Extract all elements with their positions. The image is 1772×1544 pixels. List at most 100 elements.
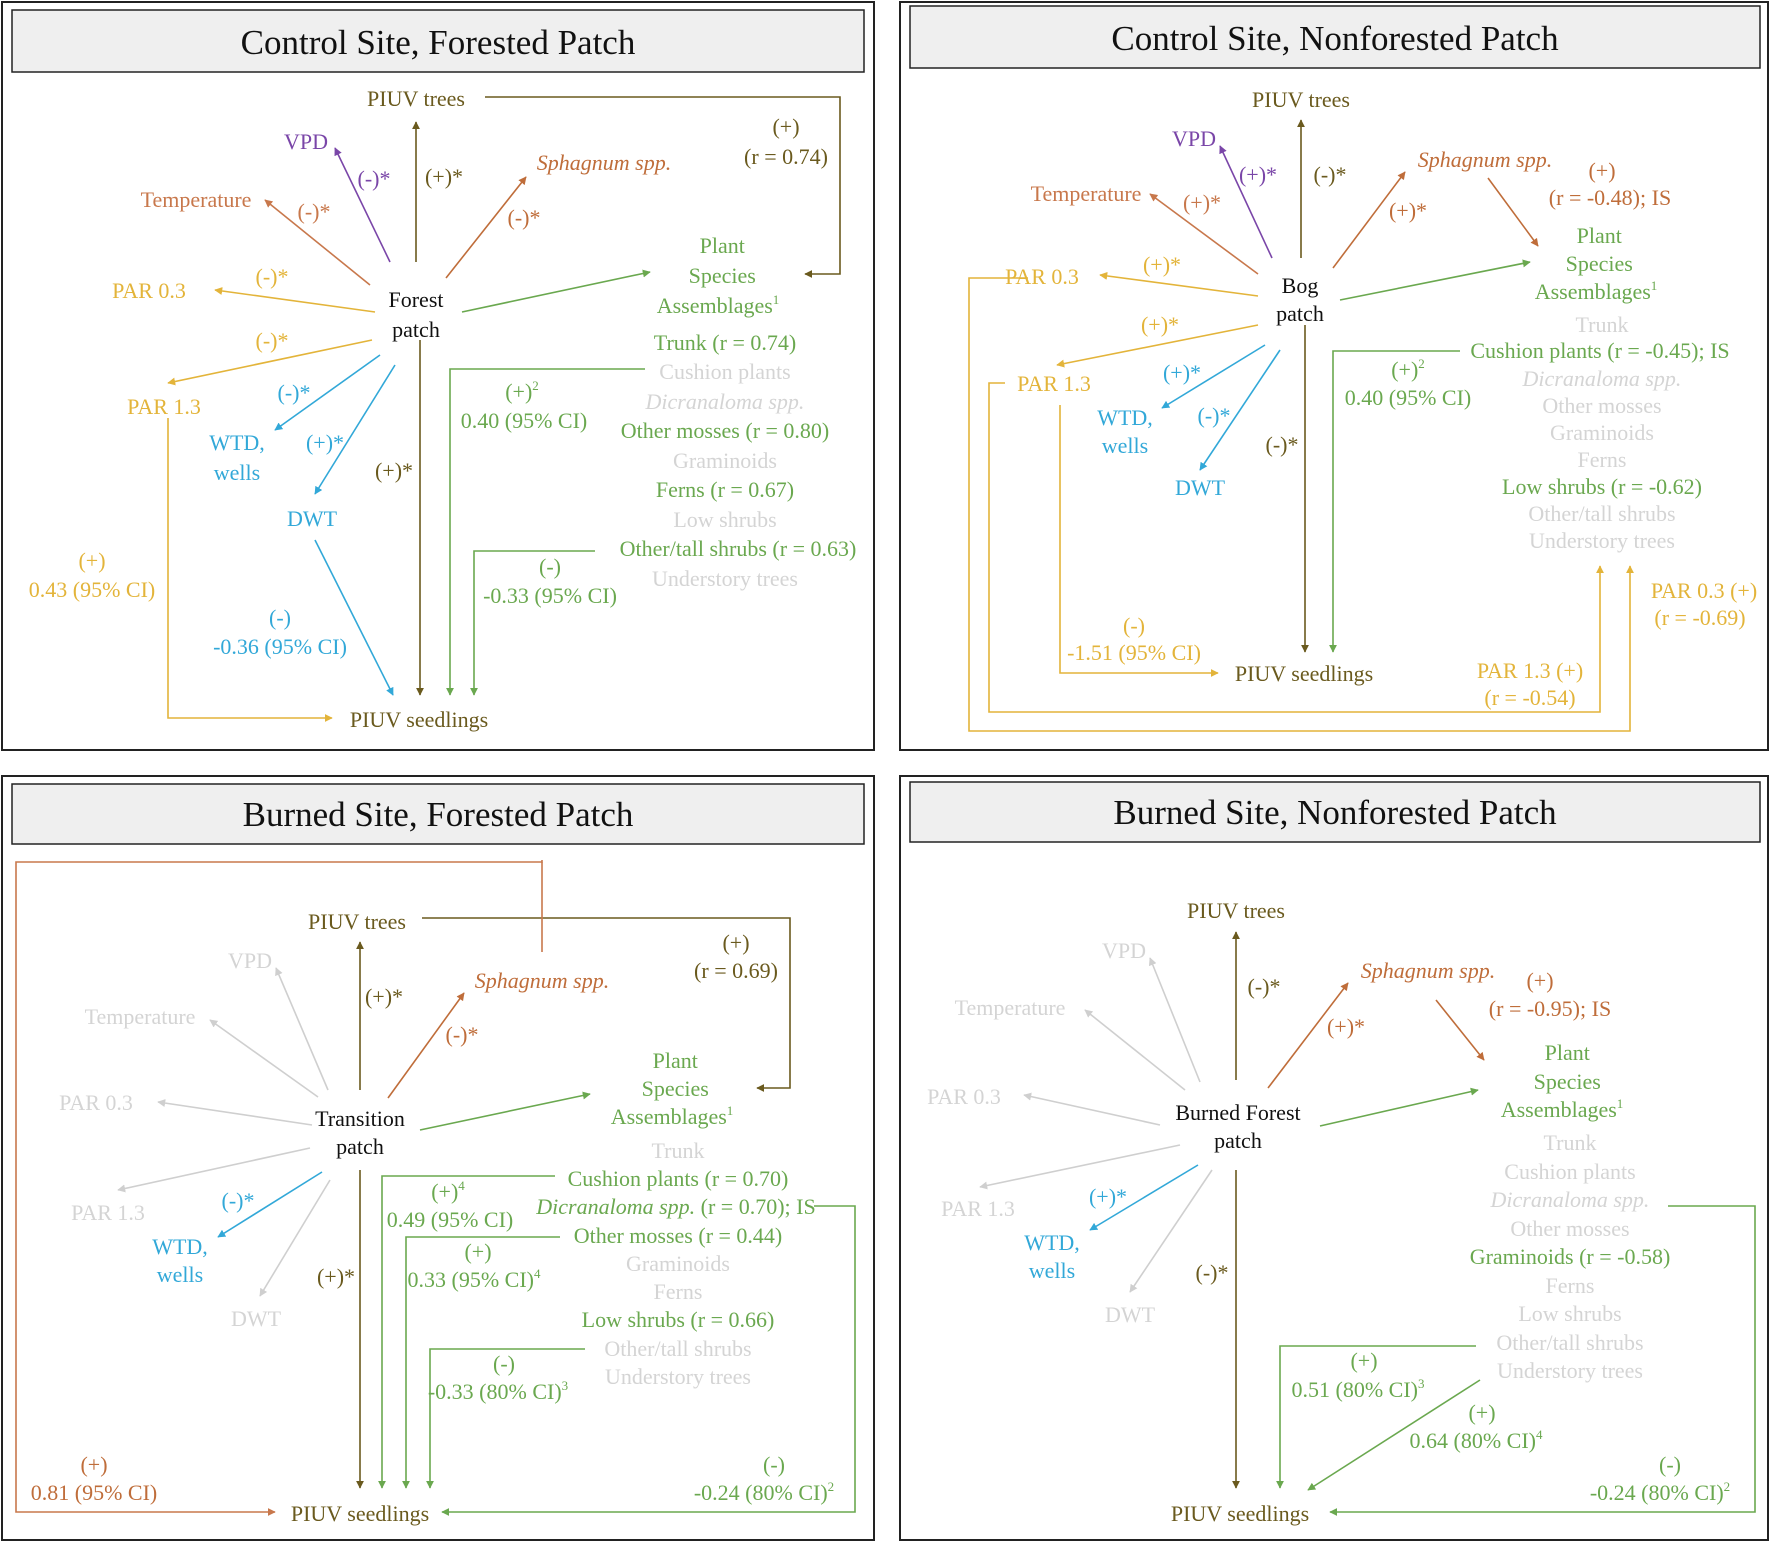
psa-item-trunk: Trunk	[1576, 312, 1629, 337]
vpd-node: VPD	[1172, 126, 1216, 151]
dwt-node: DWT	[1175, 475, 1226, 500]
par13-node: PAR 1.3	[127, 394, 201, 419]
edge-label: (+)(r = 0.69)	[694, 930, 778, 983]
psa-item-understory: Understory trees	[652, 566, 798, 591]
psa-item-tall-shrubs: Other/tall shrubs	[1496, 1330, 1643, 1355]
vpd-node: VPD	[1102, 938, 1146, 963]
dwt-node: DWT	[287, 506, 338, 531]
edge-label: (+)*	[1327, 1014, 1365, 1039]
piuv-trees-node: PIUV trees	[1187, 898, 1285, 923]
panel-title-bar	[909, 781, 1761, 843]
psa-item-trunk: Trunk (r = 0.74)	[654, 330, 796, 355]
psa-item-dicranaloma: Dicranaloma spp.	[645, 389, 805, 414]
edge-label: (+)*	[1183, 190, 1221, 215]
wtd-node: WTD,wells	[1097, 405, 1153, 458]
edge-label: (+)*	[1141, 312, 1179, 337]
psa-item-mosses: Other mosses (r = 0.44)	[574, 1223, 783, 1248]
psa-item-low-shrubs: Low shrubs	[1518, 1301, 1621, 1326]
par03-node: PAR 0.3	[927, 1084, 1001, 1109]
edge-label: PAR 0.3 (+)(r = -0.69)	[1651, 578, 1757, 630]
plant-species-assemblages-node: Plant Species Assemblages1	[611, 1048, 734, 1129]
panel-title: Control Site, Forested Patch	[241, 23, 636, 62]
psa-item-graminoids: Graminoids (r = -0.58)	[1470, 1244, 1671, 1269]
piuv-trees-node: PIUV trees	[1252, 87, 1350, 112]
edge-label: (+)*	[317, 1264, 355, 1289]
temperature-node: Temperature	[141, 187, 252, 212]
psa-item-ferns: Ferns	[1546, 1273, 1595, 1298]
panel-title-bar	[909, 5, 1761, 69]
edge-label: (+)*	[306, 430, 344, 455]
edge-label: (+)*	[1163, 360, 1201, 385]
psa-item-low-shrubs: Low shrubs	[673, 507, 776, 532]
panel-title-bar	[11, 9, 865, 73]
panel-frame	[1, 775, 875, 1541]
temperature-node: Temperature	[85, 1004, 196, 1029]
piuv-seedlings-node: PIUV seedlings	[1235, 661, 1373, 686]
psa-item-dicranaloma: Dicranaloma spp. (r = 0.70); IS	[535, 1194, 815, 1219]
psa-item-dicranaloma: Dicranaloma spp.	[1522, 366, 1682, 391]
psa-item-cushion: Cushion plants (r = -0.45); IS	[1470, 338, 1729, 363]
psa-item-mosses: Other mosses	[1542, 393, 1661, 418]
edge-label: (+)*	[1389, 198, 1427, 223]
psa-item-dicranaloma: Dicranaloma spp.	[1490, 1187, 1650, 1212]
sphagnum-node: Sphagnum spp.	[1361, 958, 1495, 983]
edge-label: PAR 1.3 (+)(r = -0.54)	[1477, 658, 1583, 710]
edge-label: (-)*	[358, 166, 391, 191]
panel-title: Burned Site, Forested Patch	[243, 795, 634, 834]
edge-label: (+)*	[375, 458, 413, 483]
wtd-node: WTD,wells	[152, 1234, 208, 1287]
psa-item-ferns: Ferns	[1578, 447, 1627, 472]
edge-label: (-)-0.33 (80% CI)3	[428, 1351, 568, 1404]
edge-label: (+)*	[1239, 162, 1277, 187]
edge-label: (+)*	[365, 984, 403, 1009]
psa-item-understory: Understory trees	[605, 1364, 751, 1389]
par03-node: PAR 0.3	[112, 278, 186, 303]
plant-species-assemblages-node: Plant Species Assemblages1	[1501, 1040, 1624, 1122]
panel-title: Control Site, Nonforested Patch	[1111, 19, 1559, 58]
vpd-node: VPD	[228, 948, 272, 973]
psa-item-low-shrubs: Low shrubs (r = 0.66)	[582, 1307, 775, 1332]
piuv-seedlings-node: PIUV seedlings	[1171, 1501, 1309, 1526]
edge-label: (-)*	[256, 264, 289, 289]
piuv-seedlings-node: PIUV seedlings	[350, 707, 488, 732]
piuv-seedlings-node: PIUV seedlings	[291, 1501, 429, 1526]
edge-label: (+)*	[425, 164, 463, 189]
psa-item-understory: Understory trees	[1497, 1358, 1643, 1383]
par03-node: PAR 0.3	[1005, 264, 1079, 289]
edge-label: (+)(r = -0.48); IS	[1549, 158, 1671, 210]
psa-item-graminoids: Graminoids	[673, 448, 777, 473]
psa-item-understory: Understory trees	[1529, 528, 1675, 553]
panel-title-bar	[11, 783, 865, 845]
psa-item-low-shrubs: Low shrubs (r = -0.62)	[1502, 474, 1702, 499]
edge-label: (+)(r = 0.74)	[744, 114, 828, 169]
edge-label: (+)*	[1089, 1184, 1127, 1209]
psa-item-ferns: Ferns (r = 0.67)	[656, 477, 794, 502]
par13-node: PAR 1.3	[1017, 371, 1091, 396]
edge-label: (-)*	[1248, 974, 1281, 999]
psa-item-mosses: Other mosses	[1510, 1216, 1629, 1241]
panel-title: Burned Site, Nonforested Patch	[1113, 793, 1557, 832]
edge-label: (-)*	[256, 328, 289, 353]
edge-label: (-)*	[508, 205, 541, 230]
dwt-node: DWT	[1105, 1302, 1156, 1327]
edge-label: (-)*	[298, 199, 331, 224]
edge-label: (-)-0.36 (95% CI)	[213, 605, 347, 659]
edge-label: (+)0.81 (95% CI)	[31, 1452, 157, 1505]
psa-item-cushion: Cushion plants	[1504, 1159, 1635, 1184]
dwt-node: DWT	[231, 1306, 282, 1331]
psa-item-graminoids: Graminoids	[626, 1251, 730, 1276]
panel-frame	[1, 1, 875, 751]
